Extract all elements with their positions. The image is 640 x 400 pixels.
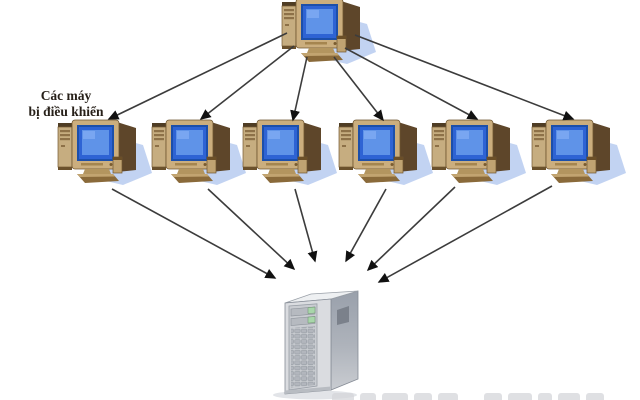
server-base [285, 386, 331, 394]
watermark-fragment [484, 393, 502, 400]
watermark-fragment [382, 393, 408, 400]
server-side-vent [337, 306, 349, 325]
drive-slot-grid [291, 326, 315, 388]
top-computer-icon [281, 0, 377, 65]
watermark-fragment [414, 393, 432, 400]
controlled-computer-icon-6 [531, 119, 627, 186]
controlled-computer-icon-1 [57, 119, 153, 186]
watermark-fragment [332, 393, 354, 400]
drive-display-1 [307, 306, 316, 314]
arrow-4-to-server [345, 188, 387, 263]
watermark-fragment [360, 393, 376, 400]
watermark-fragment [438, 393, 458, 400]
arrow-2-to-server [207, 188, 296, 271]
converge-arrows [111, 185, 553, 283]
arrow-top-to-3 [290, 56, 308, 122]
controlled-machines-label-line1: Các máy [40, 88, 92, 103]
watermark-fragment [538, 393, 552, 400]
arrow-top-to-2 [199, 45, 295, 120]
controlled-machines-label-line2: bị điều khiển [28, 103, 104, 119]
watermark-fragment [508, 393, 532, 400]
arrow-6-to-server [377, 185, 553, 283]
arrow-top-to-4 [333, 56, 384, 122]
watermark-fragment [558, 393, 580, 400]
server-side [330, 290, 359, 391]
controlled-computer-icon-5 [431, 119, 527, 186]
controlled-computer-icon-2 [151, 119, 247, 186]
fanout-arrows [107, 32, 575, 122]
watermark [332, 390, 640, 400]
controlled-computer-icon-4 [338, 119, 434, 186]
drive-display-2 [307, 316, 316, 324]
controlled-computer-icon-3 [242, 119, 338, 186]
controlled-machines-label: Các máy bị điều khiển [20, 88, 112, 119]
arrow-1-to-server [111, 188, 277, 279]
arrow-top-to-1 [107, 32, 288, 120]
server-icon [273, 290, 359, 400]
arrow-3-to-server [294, 188, 318, 263]
watermark-fragment [586, 393, 604, 400]
arrow-top-to-5 [344, 47, 479, 120]
arrow-5-to-server [366, 186, 456, 272]
arrow-top-to-6 [354, 34, 575, 121]
